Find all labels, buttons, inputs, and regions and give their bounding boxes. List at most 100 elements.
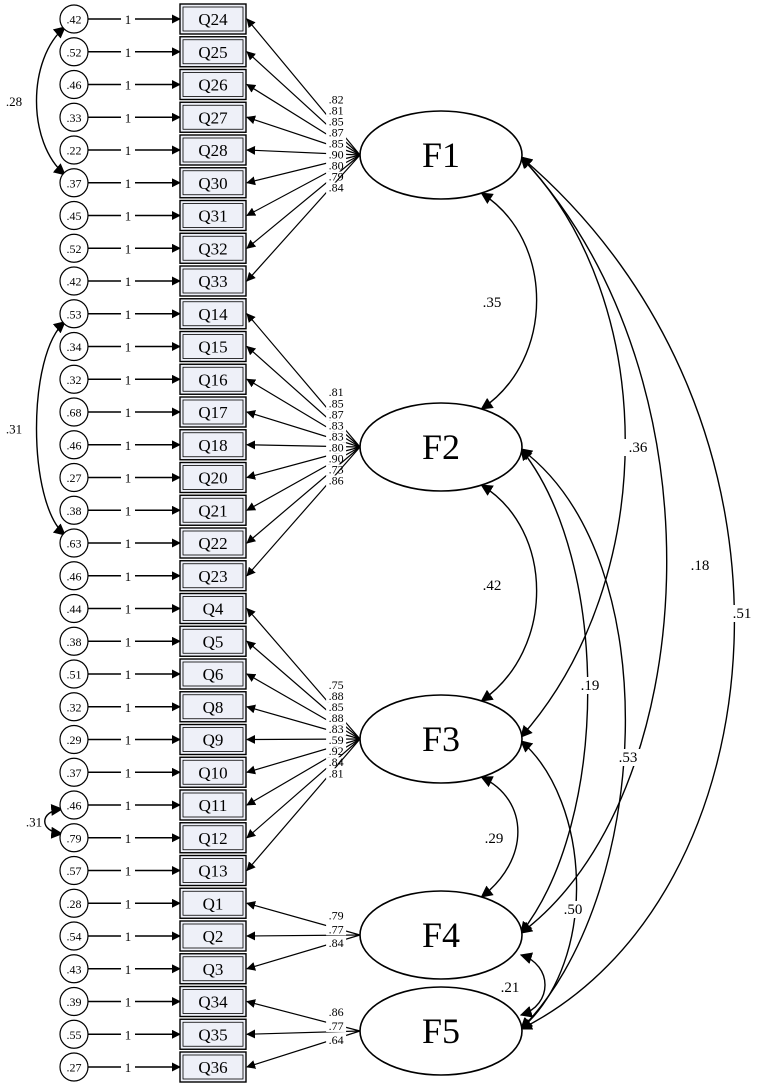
indicator-label: Q4 xyxy=(203,600,224,619)
fixed-label-background xyxy=(121,305,135,322)
error-covariance-arrow xyxy=(44,803,64,839)
fixed-label-background xyxy=(121,764,135,781)
fixed-path-label: 1 xyxy=(125,733,132,748)
loading-value-label: .85 xyxy=(329,396,344,410)
error-variance-label: .79 xyxy=(67,831,82,845)
factor-correlation-arrow xyxy=(480,776,519,898)
indicator-box-inner-border xyxy=(182,465,244,490)
fixed-label-background xyxy=(121,1026,135,1043)
loading-value-label: .85 xyxy=(329,137,344,151)
loading-value-label: .64 xyxy=(329,1033,344,1047)
loading-value-label: .90 xyxy=(329,451,344,465)
loading-label-background xyxy=(326,768,347,780)
error-variance-label: .52 xyxy=(67,242,82,256)
error-variance-label: .46 xyxy=(67,799,82,813)
loading-path-arrow xyxy=(246,738,361,839)
fixed-path-label: 1 xyxy=(125,471,132,486)
fixed-path-label: 1 xyxy=(125,143,132,158)
indicator-label: Q16 xyxy=(198,370,227,389)
error-variance-label: .38 xyxy=(67,635,82,649)
fixed-path-label: 1 xyxy=(125,700,132,715)
fixed-path-label: 1 xyxy=(125,503,132,518)
fixed-path-label: 1 xyxy=(125,1060,132,1075)
indicator-box xyxy=(179,920,247,952)
loading-label-background xyxy=(326,938,347,950)
loading-label-background xyxy=(326,757,347,769)
factor-correlation-label: .21 xyxy=(501,980,520,996)
error-variance-label: .46 xyxy=(67,569,82,583)
indicator-box xyxy=(179,429,247,461)
indicator-label: Q13 xyxy=(198,862,227,881)
loading-value-label: .80 xyxy=(329,159,344,173)
indicator-label: Q31 xyxy=(198,207,227,226)
indicator-box xyxy=(179,822,247,854)
fixed-path-label: 1 xyxy=(125,78,132,93)
error-variance-label: .33 xyxy=(67,111,82,125)
loading-label-background xyxy=(326,160,347,172)
factor-correlation-label: .51 xyxy=(733,606,752,622)
fixed-path-label: 1 xyxy=(125,634,132,649)
fixed-path-label: 1 xyxy=(125,110,132,125)
indicator-box xyxy=(179,232,247,264)
loading-label-background xyxy=(326,127,347,139)
loading-value-label: .79 xyxy=(329,908,344,922)
indicator-box xyxy=(179,36,247,68)
indicator-box-inner-border xyxy=(182,399,244,425)
loading-path-arrow xyxy=(246,738,361,872)
indicator-box xyxy=(179,134,247,166)
error-variance-label: .63 xyxy=(67,537,82,551)
indicator-label: Q18 xyxy=(198,436,227,455)
loading-label-background xyxy=(326,475,347,487)
loading-value-label: .84 xyxy=(329,936,344,950)
indicator-box-inner-border xyxy=(182,923,244,949)
loading-value-label: .80 xyxy=(329,440,344,454)
fixed-label-background xyxy=(121,633,135,650)
factor-correlation-label: .29 xyxy=(485,831,504,847)
factor-correlation-arrow xyxy=(520,448,627,1030)
indicator-box xyxy=(179,1018,247,1050)
indicator-label: Q14 xyxy=(198,305,228,324)
loading-label-background xyxy=(326,387,347,399)
loading-label-background xyxy=(326,398,347,410)
fixed-label-background xyxy=(121,895,135,912)
indicator-box-inner-border xyxy=(182,628,244,654)
factor-label: F3 xyxy=(422,719,460,759)
indicator-box-inner-border xyxy=(182,956,244,982)
factor-4: F4 xyxy=(359,890,523,980)
indicator-label: Q1 xyxy=(203,894,224,913)
loading-path-arrow xyxy=(246,154,361,249)
loading-label-background xyxy=(326,924,347,936)
loading-value-label: .88 xyxy=(329,711,344,725)
error-variance-label: .45 xyxy=(67,209,82,223)
indicator-box xyxy=(179,3,247,35)
indicator-label: Q27 xyxy=(198,108,228,127)
error-variance-label: .68 xyxy=(67,406,82,420)
loading-value-label: .77 xyxy=(329,922,344,936)
fixed-label-background xyxy=(121,1059,135,1075)
error-variance-label: .27 xyxy=(67,471,82,485)
indicator-label: Q35 xyxy=(198,1025,227,1044)
factor-correlation-label: .19 xyxy=(581,678,600,694)
factor-2: F2 xyxy=(359,402,523,492)
correlation-label-background xyxy=(480,830,508,847)
factor-correlation-arrow xyxy=(520,156,668,934)
loading-label-background xyxy=(326,680,347,692)
error-variance-label: .44 xyxy=(67,602,82,616)
fixed-path-label: 1 xyxy=(125,798,132,813)
factor-ellipse xyxy=(359,402,523,492)
factor-correlation-arrow xyxy=(520,156,626,738)
indicator-label: Q5 xyxy=(203,632,224,651)
indicator-box xyxy=(179,330,247,363)
indicator-box-inner-border xyxy=(182,596,244,621)
indicator-box-inner-border xyxy=(182,268,244,294)
loading-value-label: .86 xyxy=(329,473,344,487)
fixed-label-background xyxy=(121,698,135,715)
loading-label-background xyxy=(326,149,347,161)
